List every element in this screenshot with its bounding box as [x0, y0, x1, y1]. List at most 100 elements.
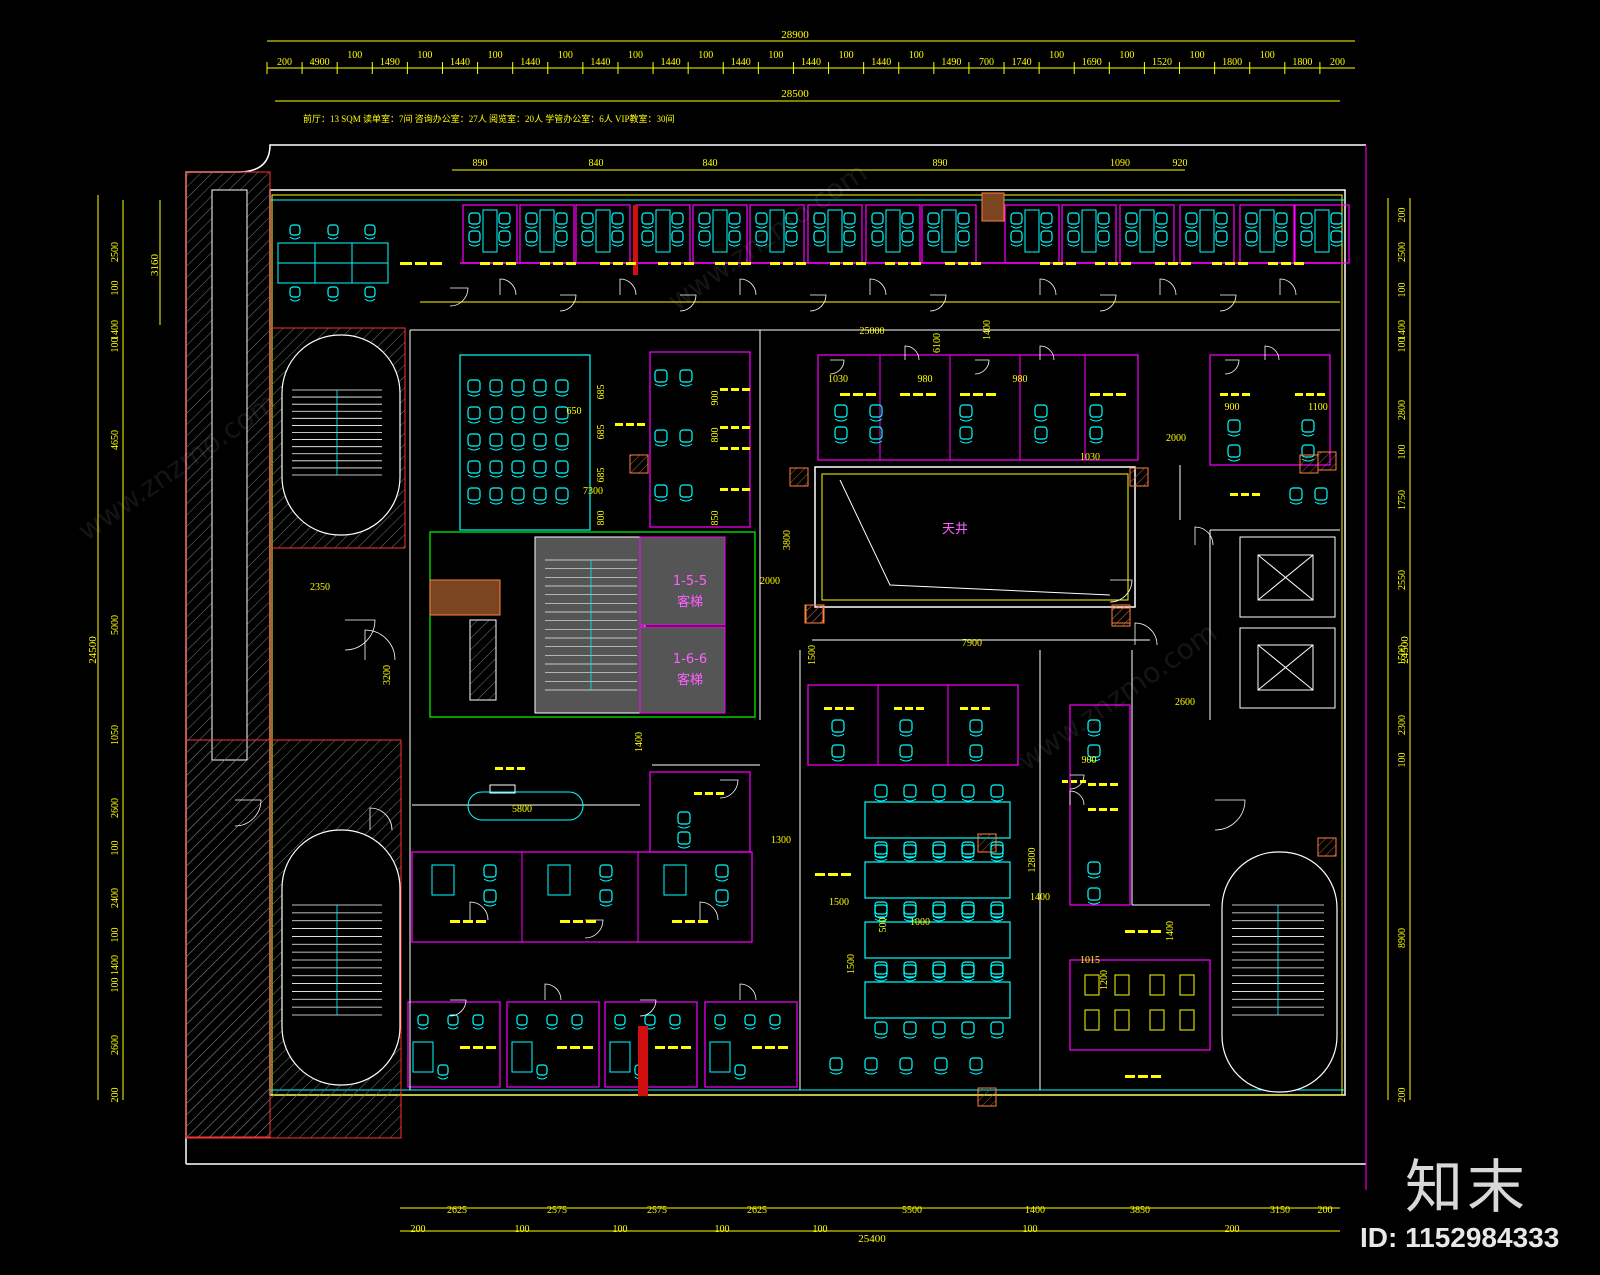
interior-dim-label: 1500	[846, 954, 857, 974]
top-segment-label: 100	[417, 50, 432, 61]
interior-dim-label: 1100	[1308, 402, 1328, 413]
chair-icon	[1275, 230, 1288, 247]
door-swing	[739, 278, 757, 296]
top-segment-label: 200	[277, 57, 292, 68]
chair-icon	[834, 404, 848, 422]
chair-icon	[364, 286, 376, 302]
label-bar	[1095, 262, 1105, 265]
summary-line: 前厅：13 SQM 读单室：7间 咨询办公室：27人 阅览室：20人 学管办公室…	[303, 113, 675, 124]
chair-icon	[755, 230, 768, 247]
classroom-cell	[506, 1001, 600, 1088]
label-bar	[506, 262, 516, 265]
chair-icon	[437, 1064, 449, 1080]
columns	[629, 451, 1337, 1107]
chair-icon	[899, 744, 913, 762]
chair-icon	[1067, 212, 1080, 229]
label-bar	[450, 920, 460, 923]
door-swing	[1279, 278, 1297, 296]
chair-icon	[831, 744, 845, 762]
door-swing	[1219, 294, 1237, 312]
chair-icon	[1097, 212, 1110, 229]
door-swing	[1099, 294, 1117, 312]
chair-icon	[1155, 212, 1168, 229]
chair-icon	[654, 429, 668, 447]
label-bar	[1151, 1075, 1161, 1078]
chair-icon	[677, 811, 691, 829]
label-bar	[480, 262, 490, 265]
top-segment-label: 100	[909, 50, 924, 61]
top-segment-label: 100	[1190, 50, 1205, 61]
label-bar	[945, 262, 955, 265]
label-bar	[1066, 262, 1076, 265]
interior-dim-label: 850	[710, 511, 721, 526]
interior-dim-label: 980	[1013, 374, 1028, 385]
stair-lower-left	[281, 829, 401, 1086]
door-swing	[584, 919, 604, 939]
desk	[547, 864, 571, 896]
right-dim-label: 2300	[1397, 715, 1408, 735]
label-bar	[742, 488, 750, 491]
chair-icon	[874, 1021, 888, 1039]
top-segment-label: 100	[1260, 50, 1275, 61]
label-bar	[1108, 262, 1118, 265]
chair-icon	[969, 719, 983, 737]
left-dim-label: 4650	[110, 430, 121, 450]
chair-icon	[829, 1057, 843, 1075]
label-bar	[1053, 262, 1063, 265]
watermark-id: ID: 1152984333	[1360, 1222, 1560, 1253]
chair-icon	[957, 212, 970, 229]
structural-column	[1111, 607, 1131, 627]
center-top-rooms	[817, 354, 1139, 461]
label-bar	[841, 873, 851, 876]
label-bar	[495, 767, 503, 770]
interior-dim-label: 1500	[829, 897, 849, 908]
label-bar	[685, 920, 695, 923]
right-dim-label: 1750	[1397, 490, 1408, 510]
chair-icon	[734, 1064, 746, 1080]
desk	[595, 209, 611, 253]
door-swing	[1069, 774, 1085, 790]
left-dim-label: 2600	[110, 1035, 121, 1055]
chair-icon	[1330, 230, 1343, 247]
door-swing	[1039, 278, 1057, 296]
label-bar	[613, 262, 623, 265]
door-swing	[719, 779, 739, 799]
desk-row	[864, 981, 1011, 1019]
label-bar	[926, 393, 936, 396]
chair-icon	[364, 224, 376, 240]
left-dim-label: 2500	[110, 242, 121, 262]
interior-dim-label: 2600	[1175, 697, 1195, 708]
elevator-1-label: 客梯	[677, 594, 703, 610]
label-bar	[698, 920, 708, 923]
chair-icon	[961, 844, 975, 862]
red-column	[633, 205, 638, 275]
label-bar	[742, 447, 750, 450]
chair-icon	[1034, 404, 1048, 422]
chair-icon	[903, 964, 917, 982]
chair-icon	[533, 460, 547, 478]
door-swing	[469, 901, 489, 921]
right-dim-label: 100	[1397, 753, 1408, 768]
desk	[885, 209, 901, 253]
label-bar	[770, 262, 780, 265]
left-dim-label: 2600	[110, 798, 121, 818]
chair-icon	[1087, 719, 1101, 737]
left-dim-label: 100	[110, 281, 121, 296]
chair-icon	[990, 964, 1004, 982]
interior-dim-label: 3200	[382, 665, 393, 685]
label-bar	[671, 262, 681, 265]
chair-icon	[813, 230, 826, 247]
chair-icon	[1010, 212, 1023, 229]
chair-icon	[555, 433, 569, 451]
structural-column	[629, 454, 649, 474]
chair-icon	[990, 904, 1004, 922]
chair-icon	[834, 426, 848, 444]
bottom-row-rooms	[407, 1001, 798, 1096]
chair-icon	[843, 230, 856, 247]
label-bar	[982, 707, 990, 710]
bottom-dim-label: 200	[1318, 1205, 1333, 1216]
door-swing	[1134, 622, 1158, 646]
desk	[655, 209, 671, 253]
chair-icon	[289, 286, 301, 302]
